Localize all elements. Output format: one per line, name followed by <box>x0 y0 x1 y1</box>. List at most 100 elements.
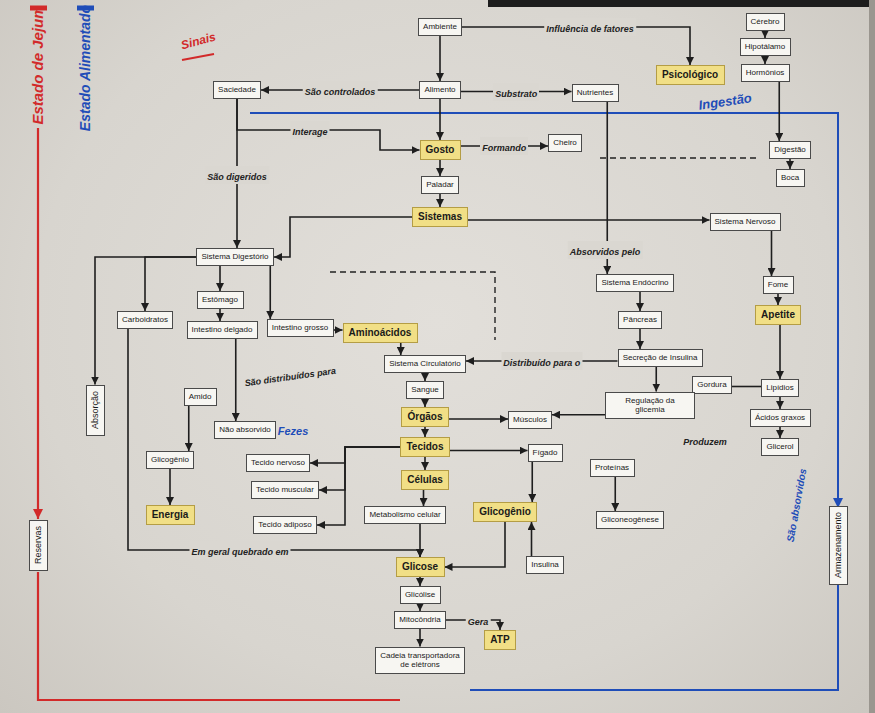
node-text: Hipotálamo <box>745 42 785 51</box>
vertical-box: Absorção <box>86 385 105 436</box>
connector <box>779 397 781 409</box>
node-text: Absorção <box>90 391 100 429</box>
concept-box: Mitocôndria <box>394 611 446 629</box>
connector <box>764 31 766 38</box>
connector <box>424 427 426 437</box>
connector <box>95 257 196 385</box>
connector <box>450 450 528 452</box>
edge-label: São controlados <box>303 81 378 99</box>
concept-box: Regulação da glicemia <box>605 392 695 419</box>
node-text: Intestino grosso <box>272 323 328 332</box>
node-text: Alimento <box>424 85 455 94</box>
sticky-note: Apetite <box>755 305 801 325</box>
node-text: Armazenamento <box>833 512 843 578</box>
concept-box: Alimento <box>419 81 461 99</box>
edge-label-text: Influência de fatores <box>546 24 634 34</box>
handwritten-note: São distribuídos para <box>243 360 337 391</box>
connector <box>789 159 791 169</box>
connector <box>439 194 441 207</box>
concept-box: Hormônios <box>741 64 790 82</box>
handwritten-note: São absorvidos <box>780 467 811 543</box>
connector <box>400 343 402 355</box>
concept-box: Intestino delgado <box>187 321 258 339</box>
concept-box: Nutrientes <box>572 84 619 102</box>
node-text: Reservas <box>33 526 43 564</box>
handwritten-note: Fezes <box>278 421 309 439</box>
sticky-note: Células <box>401 470 449 490</box>
edge-label: São digeridos <box>205 166 269 184</box>
vertical-box: Armazenamento <box>829 506 848 585</box>
node-text: Nutrientes <box>577 88 613 97</box>
connector <box>764 56 766 64</box>
connector <box>655 367 657 392</box>
concept-box: Insulina <box>526 556 564 574</box>
handwritten-note: Estado de Jejum <box>29 5 47 124</box>
connector <box>777 294 779 305</box>
sticky-note: Tecidos <box>400 437 450 457</box>
node-text: Sistema Digestório <box>201 252 268 261</box>
sticky-note: Glicose <box>396 557 445 577</box>
concept-box: Ambiente <box>418 18 462 36</box>
concept-box: Paladar <box>421 176 459 194</box>
connector <box>468 219 710 221</box>
vertical-box: Reservas <box>29 520 48 571</box>
connector <box>169 469 171 505</box>
node-text: Proteínas <box>595 463 629 472</box>
fed-loop <box>470 584 838 690</box>
concept-box: Boca <box>776 169 805 187</box>
concept-box: Metabolismo celular <box>364 506 446 524</box>
node-text: Células <box>407 474 443 486</box>
connector <box>445 522 506 567</box>
node-text: Paladar <box>426 180 454 189</box>
concept-box: Proteínas <box>590 459 635 477</box>
node-text: Fígado <box>533 448 558 457</box>
node-text: Glicerol <box>766 442 793 451</box>
edge-label-text: Interage <box>292 127 327 137</box>
node-text: Sistema Nervoso <box>715 217 776 226</box>
node-text: Gliconeogênese <box>601 515 659 524</box>
edge-label: Gera <box>466 611 491 629</box>
node-text: Tecido nervoso <box>251 458 305 467</box>
edge-label: Distribuído para o <box>501 352 582 370</box>
edge-label-text: Absorvidos pelo <box>570 247 641 257</box>
concept-box: Sistema Endócrino <box>596 274 674 292</box>
concept-box: Secreção de Insulina <box>618 349 703 367</box>
node-text: Pâncreas <box>623 315 657 324</box>
connector <box>423 490 425 506</box>
node-text: Sangue <box>411 385 439 394</box>
node-text: Gordura <box>697 380 726 389</box>
node-text: Mitocôndria <box>399 615 440 624</box>
concept-box: Cadeia transportadora de elétrons <box>375 647 465 674</box>
concept-box: Tecido nervoso <box>246 454 310 472</box>
sticky-note: ATP <box>484 630 516 650</box>
node-text: Tecido muscular <box>256 485 314 494</box>
dashed-line <box>600 157 760 158</box>
concept-box: Saciedade <box>213 81 261 99</box>
sticky-note: Glicogênio <box>473 502 537 522</box>
note-text: Fezes <box>278 425 309 437</box>
connector <box>779 427 781 438</box>
edge-label: Absorvidos pelo <box>568 241 643 259</box>
note-text: Estado de Jejum <box>29 5 46 124</box>
edge-label-text: Substrato <box>495 89 537 99</box>
concept-box: Amido <box>184 388 217 406</box>
concept-box: Tecido adiposo <box>253 516 317 534</box>
concept-box: Sistema Nervoso <box>710 213 781 231</box>
edge-label-text: Formando <box>482 143 526 153</box>
concept-box: Fome <box>763 276 794 294</box>
node-text: Cheiro <box>553 138 577 147</box>
concept-box: Estômago <box>197 291 244 309</box>
connector <box>145 257 196 311</box>
handwritten-note: Produzem <box>683 431 727 449</box>
connector <box>319 447 400 490</box>
sticky-note: Gosto <box>420 140 461 160</box>
concept-box: Músculos <box>508 411 552 429</box>
concept-box: Sistema Circulatório <box>384 355 466 373</box>
connector <box>424 373 426 381</box>
handwritten-note: Ingestão <box>697 88 752 113</box>
note-text: Ingestão <box>698 90 753 112</box>
node-text: Insulina <box>531 560 559 569</box>
edge-label-text: São controlados <box>305 87 376 97</box>
connector <box>334 329 343 331</box>
concept-box: Glicerol <box>761 438 799 456</box>
